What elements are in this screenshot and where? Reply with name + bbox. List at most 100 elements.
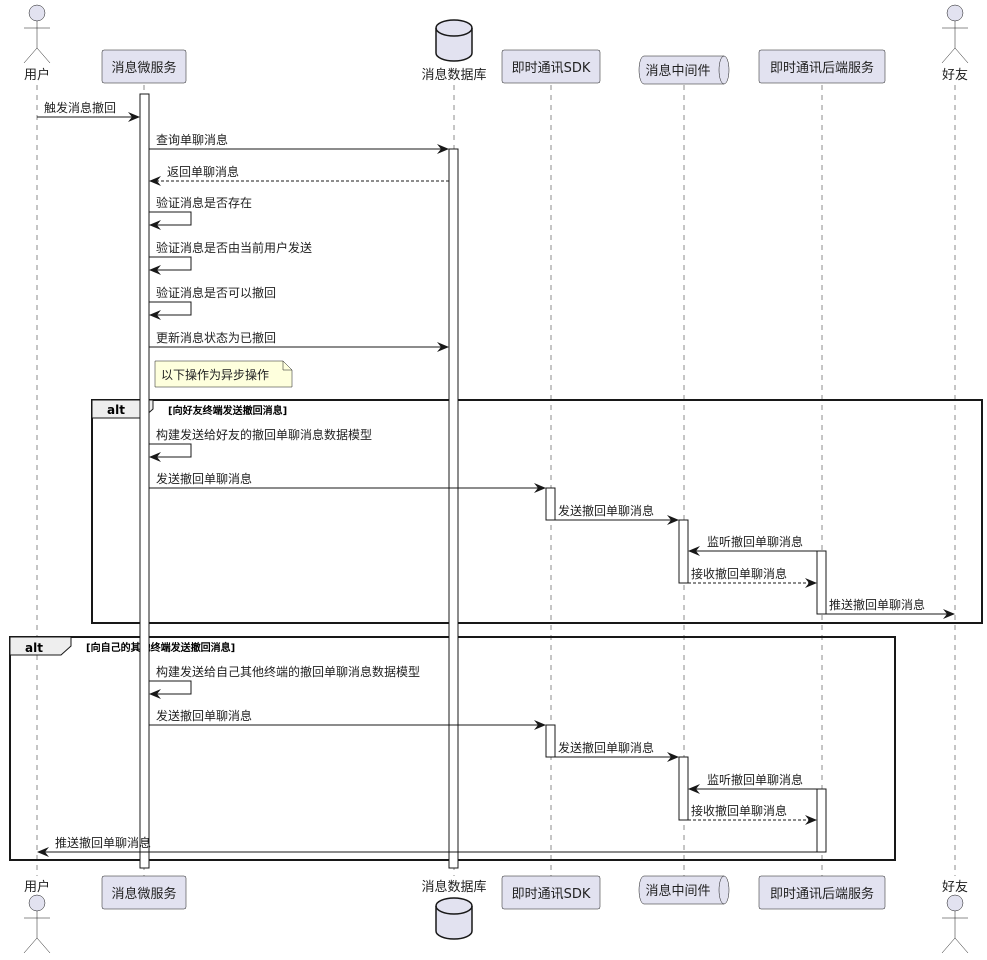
participant-label: 消息微服务 bbox=[111, 60, 176, 76]
message-label: 发送撤回单聊消息 bbox=[558, 740, 654, 755]
participant-label: 即时通讯后端服务 bbox=[770, 60, 874, 76]
message-label: 推送撤回单聊消息 bbox=[55, 835, 151, 850]
participant-mq: 消息中间件 bbox=[638, 55, 730, 85]
message-label: 查询单聊消息 bbox=[156, 132, 228, 147]
participant-friend: 好友 bbox=[941, 879, 969, 954]
participant-imsvc: 即时通讯后端服务 bbox=[758, 49, 886, 84]
message: 发送撤回单聊消息 bbox=[555, 740, 679, 762]
message-label: 发送撤回单聊消息 bbox=[156, 708, 252, 723]
activation-sdk-1 bbox=[545, 487, 556, 521]
activation-imsvc-2 bbox=[816, 788, 827, 853]
message: 验证消息是否存在 bbox=[149, 195, 252, 230]
database-icon bbox=[435, 19, 473, 62]
activation-sdk-2 bbox=[545, 724, 556, 758]
alt-frames: alt [向好友终端发送撤回消息] alt [向自己的其他终端发送撤回消息] bbox=[9, 399, 983, 861]
actor-icon bbox=[23, 894, 51, 954]
participant-label: 用户 bbox=[24, 879, 50, 895]
participant-box bbox=[101, 875, 187, 910]
message-label: 返回单聊消息 bbox=[167, 164, 239, 179]
message: 接收撤回单聊消息 bbox=[688, 566, 817, 588]
message-label: 发送撤回单聊消息 bbox=[156, 471, 252, 486]
message: 推送撤回单聊消息 bbox=[37, 835, 817, 857]
activation-db bbox=[448, 148, 459, 869]
participant-label: 即时通讯SDK bbox=[512, 61, 591, 76]
participant-label: 好友 bbox=[942, 67, 968, 83]
message: 推送撤回单聊消息 bbox=[826, 597, 955, 619]
participant-label: 即时通讯后端服务 bbox=[770, 886, 874, 902]
message: 构建发送给自己其他终端的撤回单聊消息数据模型 bbox=[149, 664, 420, 699]
participant-msgsvc: 消息微服务 bbox=[101, 875, 187, 910]
message: 接收撤回单聊消息 bbox=[688, 803, 817, 825]
participant-label: 消息数据库 bbox=[421, 879, 486, 895]
queue-icon bbox=[638, 55, 730, 85]
participant-box bbox=[758, 49, 886, 84]
message-label: 构建发送给好友的撤回单聊消息数据模型 bbox=[156, 427, 372, 442]
activation-msgsvc bbox=[139, 93, 150, 869]
participant-db: 消息数据库 bbox=[421, 19, 487, 83]
alt-frame-self: alt [向自己的其他终端发送撤回消息] bbox=[9, 636, 896, 861]
participant-msgsvc: 消息微服务 bbox=[101, 49, 187, 84]
participant-mq: 消息中间件 bbox=[638, 875, 730, 905]
participant-db: 消息数据库 bbox=[421, 879, 487, 940]
database-icon bbox=[435, 897, 473, 940]
alt-keyword: alt bbox=[107, 403, 125, 417]
message: 查询单聊消息 bbox=[149, 132, 449, 154]
message-label: 触发消息撤回 bbox=[44, 100, 116, 115]
message-label: 监听撤回单聊消息 bbox=[707, 772, 803, 787]
message: 监听撤回单聊消息 bbox=[688, 772, 817, 794]
participant-label: 用户 bbox=[24, 67, 50, 83]
message-label: 验证消息是否由当前用户发送 bbox=[156, 240, 312, 255]
participant-heads-bottom: 用户 消息微服务 消息数据库即时通讯SDK 消息中间件 即时通讯后端服务 好友 bbox=[23, 875, 969, 954]
message: 返回单聊消息 bbox=[149, 164, 449, 186]
activation-imsvc-1 bbox=[816, 550, 827, 615]
participant-label: 消息数据库 bbox=[421, 67, 486, 83]
message-label: 更新消息状态为已撤回 bbox=[156, 330, 276, 345]
alt-guard: [向好友终端发送撤回消息] bbox=[168, 404, 287, 417]
message: 验证消息是否由当前用户发送 bbox=[149, 240, 312, 275]
participant-box bbox=[101, 49, 187, 84]
participant-box bbox=[501, 49, 601, 84]
messages: 触发消息撤回查询单聊消息返回单聊消息验证消息是否存在验证消息是否由当前用户发送验… bbox=[37, 100, 955, 857]
participant-sdk: 即时通讯SDK bbox=[501, 49, 601, 84]
participant-friend: 好友 bbox=[941, 4, 969, 83]
message-label: 构建发送给自己其他终端的撤回单聊消息数据模型 bbox=[156, 664, 420, 679]
message-label: 接收撤回单聊消息 bbox=[691, 803, 787, 818]
message: 更新消息状态为已撤回 bbox=[149, 330, 449, 352]
alt-guard: [向自己的其他终端发送撤回消息] bbox=[86, 641, 235, 654]
message: 验证消息是否可以撤回 bbox=[149, 285, 276, 320]
participant-imsvc: 即时通讯后端服务 bbox=[758, 875, 886, 910]
actor-icon bbox=[23, 4, 51, 64]
queue-icon bbox=[638, 875, 730, 905]
message-label: 验证消息是否可以撤回 bbox=[156, 285, 276, 300]
participant-label: 好友 bbox=[942, 879, 968, 895]
message-label: 推送撤回单聊消息 bbox=[829, 597, 925, 612]
note-text: 以下操作为异步操作 bbox=[161, 367, 269, 382]
participant-box bbox=[758, 875, 886, 910]
message: 触发消息撤回 bbox=[37, 100, 140, 122]
participant-label: 消息中间件 bbox=[645, 883, 710, 899]
activation-mq-1 bbox=[678, 519, 689, 584]
actor-icon bbox=[941, 4, 969, 64]
alt-frame-friend: alt [向好友终端发送撤回消息] bbox=[91, 399, 983, 624]
message: 发送撤回单聊消息 bbox=[555, 503, 679, 525]
message: 发送撤回单聊消息 bbox=[149, 471, 546, 493]
participant-label: 消息中间件 bbox=[645, 63, 710, 79]
alt-keyword: alt bbox=[25, 641, 43, 655]
note: 以下操作为异步操作 bbox=[154, 360, 293, 388]
message: 发送撤回单聊消息 bbox=[149, 708, 546, 730]
participant-label: 即时通讯SDK bbox=[512, 887, 591, 902]
participant-label: 消息微服务 bbox=[111, 886, 176, 902]
participant-box bbox=[501, 875, 601, 910]
message-label: 监听撤回单聊消息 bbox=[707, 534, 803, 549]
message: 监听撤回单聊消息 bbox=[688, 534, 817, 556]
participant-sdk: 即时通讯SDK bbox=[501, 875, 601, 910]
message: 构建发送给好友的撤回单聊消息数据模型 bbox=[149, 427, 372, 462]
activation-mq-2 bbox=[678, 756, 689, 821]
message-label: 接收撤回单聊消息 bbox=[691, 566, 787, 581]
actor-icon bbox=[941, 894, 969, 954]
message-label: 验证消息是否存在 bbox=[156, 195, 252, 210]
message-label: 发送撤回单聊消息 bbox=[558, 503, 654, 518]
participant-heads-top: 用户 消息微服务 消息数据库 即时通讯SDK 消息中间件 即时通讯后端服务 好友 bbox=[23, 4, 969, 85]
participant-user: 用户 bbox=[23, 879, 51, 954]
